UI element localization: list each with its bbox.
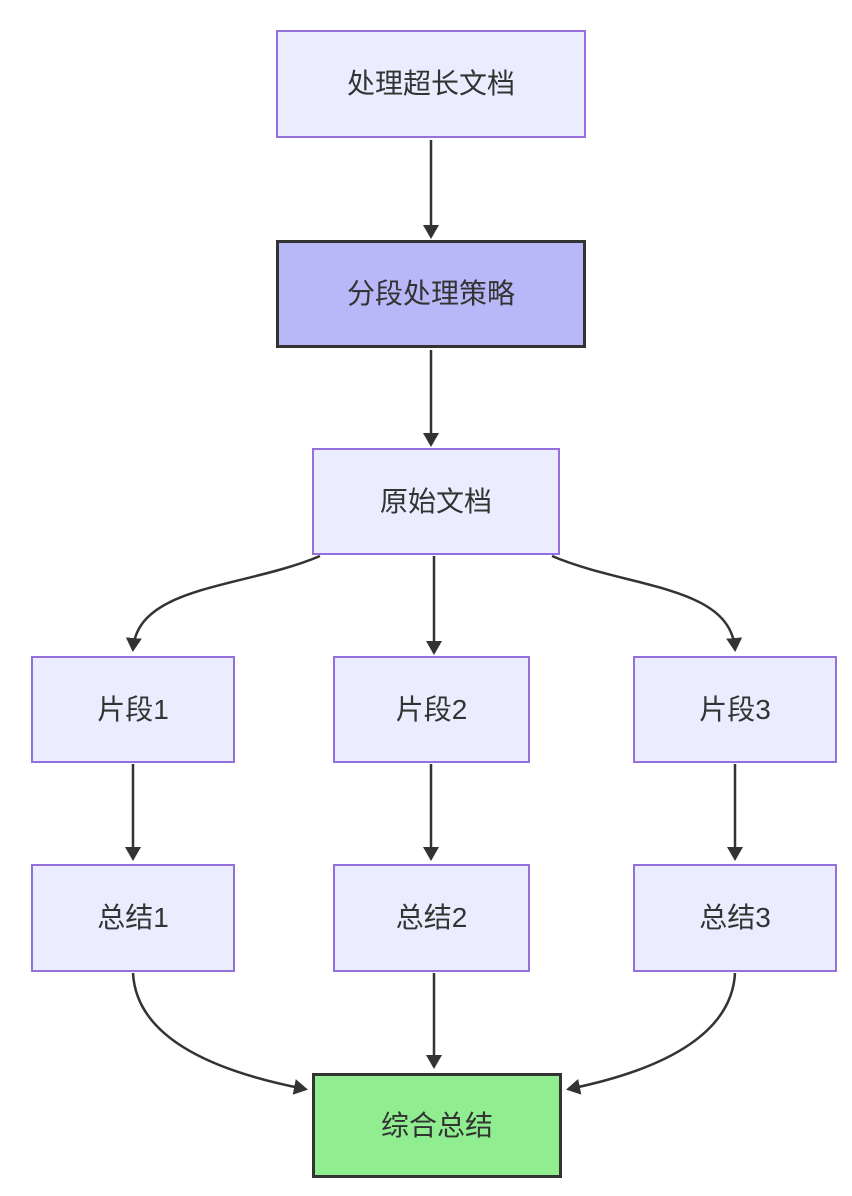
node-label: 处理超长文档 (346, 68, 515, 99)
node-label: 分段处理策略 (346, 278, 515, 309)
node-fragment-2: 片段2 (333, 656, 530, 763)
node-label: 综合总结 (380, 1109, 493, 1141)
node-label: 总结3 (699, 902, 771, 933)
node-label: 片段3 (699, 693, 771, 725)
edge-e1-f (131, 972, 308, 1095)
node-segmentation-strategy: 分段处理策略 (276, 240, 586, 348)
node-label: 片段2 (395, 693, 468, 725)
edge-c-d1 (125, 554, 321, 652)
edge-e3-f (566, 972, 737, 1095)
node-label: 总结2 (395, 902, 468, 933)
node-label: 原始文档 (379, 485, 492, 517)
node-process-long-document: 处理超长文档 (276, 30, 586, 138)
node-fragment-1: 片段1 (31, 656, 235, 763)
node-summary-1: 总结1 (31, 864, 235, 972)
node-summary-2: 总结2 (333, 864, 530, 972)
node-final-summary: 综合总结 (312, 1073, 562, 1178)
node-fragment-3: 片段3 (633, 656, 837, 763)
node-label: 总结1 (97, 902, 169, 933)
node-summary-3: 总结3 (633, 864, 837, 972)
node-original-document: 原始文档 (312, 448, 560, 555)
edge-c-d3 (551, 554, 743, 652)
node-label: 片段1 (97, 693, 169, 725)
